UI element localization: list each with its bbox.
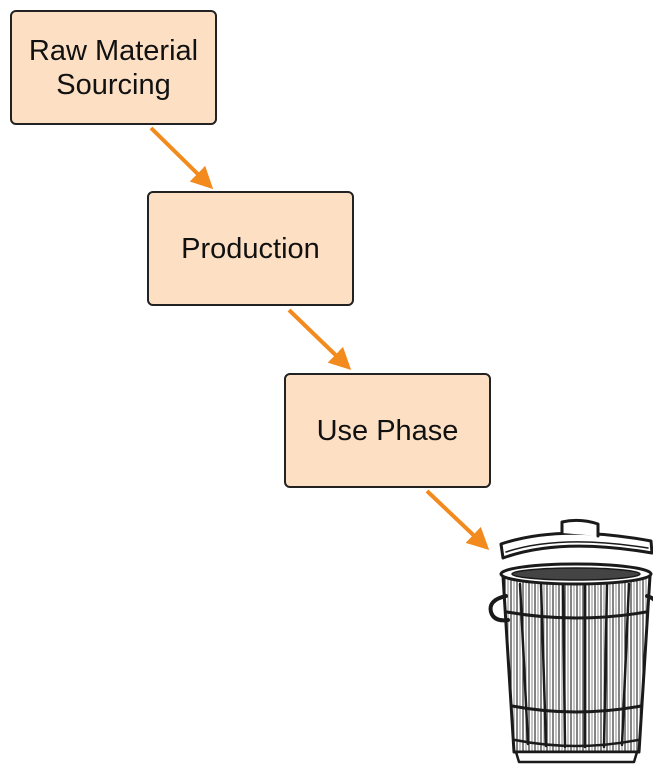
arrow-use-to-trash — [425, 489, 490, 551]
stage-production: Production — [147, 191, 354, 306]
stage-raw-material-sourcing: Raw Material Sourcing — [10, 10, 217, 125]
arrow-sourcing-to-production — [149, 126, 214, 190]
arrow-production-to-use — [287, 308, 352, 371]
trash-can-icon — [488, 518, 653, 764]
stage-use-phase: Use Phase — [284, 373, 491, 488]
stage-label: Production — [181, 232, 320, 265]
stage-label: Use Phase — [316, 414, 459, 447]
stage-label: Raw Material Sourcing — [28, 34, 199, 101]
